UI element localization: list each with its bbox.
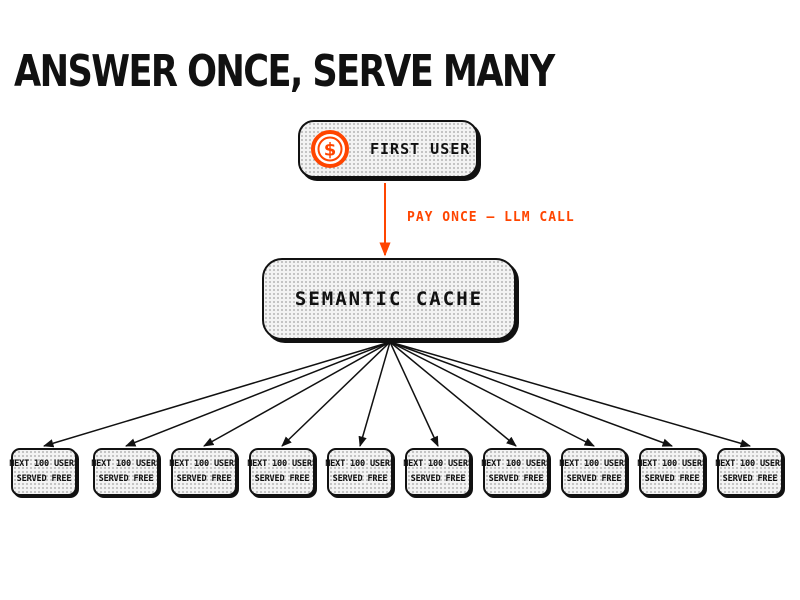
leaf-line1: NEXT 100 USERS [169, 459, 239, 469]
first-user-label: FIRST USER [370, 140, 471, 158]
leaf-node: NEXT 100 USERS SERVED FREE [403, 448, 473, 496]
first-user-node: $ FIRST USER [298, 120, 478, 178]
leaf-line2: SERVED FREE [722, 474, 778, 484]
leaf-node: NEXT 100 USERS SERVED FREE [481, 448, 551, 496]
edge-cache-to-leaf [389, 341, 752, 448]
dollar-coin-icon: $ [311, 130, 349, 168]
leaf-line1: NEXT 100 USERS [559, 459, 629, 469]
edge-cache-to-leaf [389, 341, 439, 447]
leaf-line2: SERVED FREE [254, 474, 310, 484]
leaf-line1: NEXT 100 USERS [91, 459, 161, 469]
svg-text:$: $ [324, 140, 337, 161]
leaf-line1: NEXT 100 USERS [637, 459, 707, 469]
leaf-node: NEXT 100 USERS SERVED FREE [169, 448, 239, 496]
edge-cache-to-leaf [389, 341, 517, 447]
leaf-line2: SERVED FREE [566, 474, 622, 484]
edge-cache-to-leaf [281, 341, 391, 447]
edge-cache-to-leaf [389, 341, 595, 447]
edge-cache-to-leaf [125, 341, 391, 447]
leaf-node: NEXT 100 USERS SERVED FREE [91, 448, 161, 496]
leaf-line2: SERVED FREE [176, 474, 232, 484]
leaf-line1: NEXT 100 USERS [403, 459, 473, 469]
edge-cache-to-leaf [389, 341, 673, 447]
leaf-node: NEXT 100 USERS SERVED FREE [325, 448, 395, 496]
leaf-line1: NEXT 100 USERS [715, 459, 785, 469]
leaf-line1: NEXT 100 USERS [481, 459, 551, 469]
leaf-node: NEXT 100 USERS SERVED FREE [559, 448, 629, 496]
leaf-node: NEXT 100 USERS SERVED FREE [9, 448, 79, 496]
leaf-line2: SERVED FREE [332, 474, 388, 484]
leaf-line1: NEXT 100 USERS [9, 459, 79, 469]
leaf-line2: SERVED FREE [98, 474, 154, 484]
edge-cache-to-leaf [203, 341, 391, 447]
leaf-line1: NEXT 100 USERS [325, 459, 395, 469]
leaf-node: NEXT 100 USERS SERVED FREE [247, 448, 317, 496]
leaf-node: NEXT 100 USERS SERVED FREE [715, 448, 785, 496]
leaf-node: NEXT 100 USERS SERVED FREE [637, 448, 707, 496]
leaf-line2: SERVED FREE [488, 474, 544, 484]
leaf-line1: NEXT 100 USERS [247, 459, 317, 469]
leaf-line2: SERVED FREE [16, 474, 72, 484]
edge-label-pay-once: PAY ONCE — LLM CALL [407, 210, 575, 225]
semantic-cache-node: SEMANTIC CACHE [262, 258, 516, 340]
edge-cache-to-leaf [42, 341, 391, 448]
cache-to-leaves-edges [42, 341, 752, 448]
leaf-line2: SERVED FREE [410, 474, 466, 484]
leaf-line2: SERVED FREE [644, 474, 700, 484]
edge-cache-to-leaf [358, 341, 391, 448]
diagram-title: ANSWER ONCE, SERVE MANY [14, 46, 555, 97]
semantic-cache-label: SEMANTIC CACHE [294, 288, 484, 310]
